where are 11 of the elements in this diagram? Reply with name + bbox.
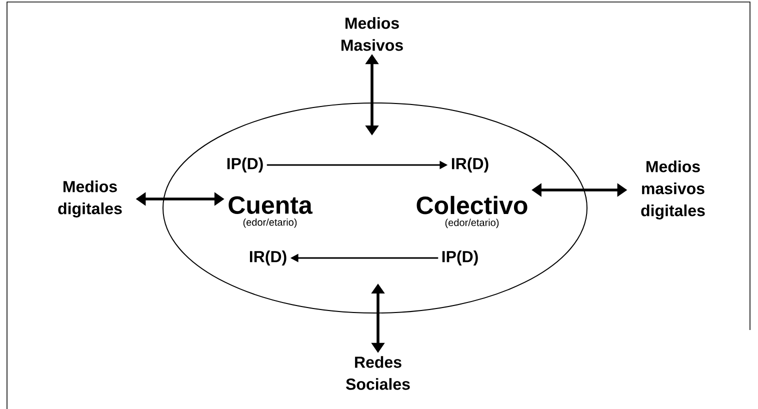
node-label: Redes Sociales bbox=[346, 356, 410, 390]
node-label: Medios digitales bbox=[58, 180, 122, 218]
node-label: IR(D) bbox=[452, 158, 488, 172]
node-label: IP(D) bbox=[227, 158, 263, 172]
node-label: IP(D) bbox=[442, 250, 478, 266]
node-label: IR(D) bbox=[250, 250, 286, 266]
ellipse-outline bbox=[162, 102, 588, 314]
label-group: Colectivo (edor/etario) bbox=[416, 196, 528, 228]
node-label: Medios masivos digitales bbox=[641, 160, 705, 220]
label-group: Cuenta (edor/etario) bbox=[228, 196, 313, 228]
node-label: Medios Masivos bbox=[342, 17, 403, 51]
